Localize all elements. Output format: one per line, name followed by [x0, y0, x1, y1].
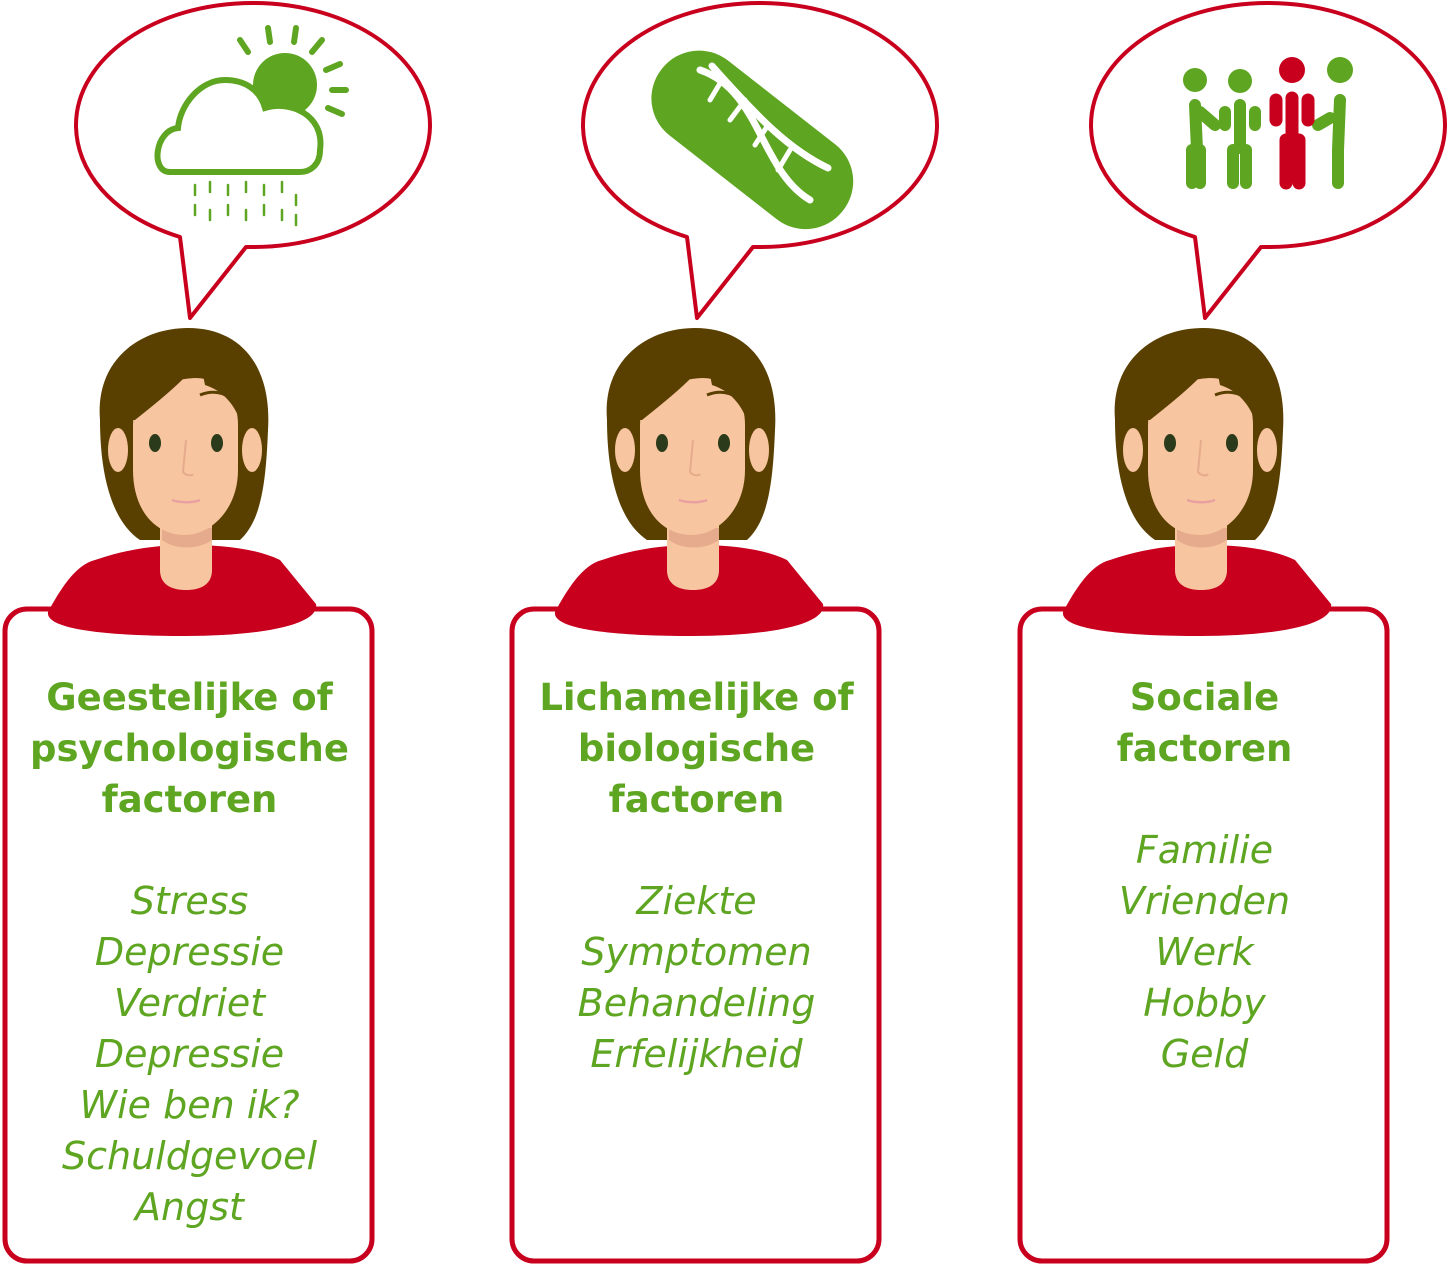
factor-list: Ziekte Symptomen Behandeling Erfelijkhei… — [512, 876, 881, 1080]
column-title: Sociale factoren — [1020, 672, 1389, 774]
list-item: Erfelijkheid — [590, 1032, 803, 1076]
list-item: Ziekte — [636, 879, 757, 923]
list-item: Depressie — [94, 930, 285, 974]
factor-list: Stress Depressie Verdriet Depressie Wie … — [5, 876, 374, 1233]
people-group-icon — [1183, 57, 1353, 190]
title-line: biologische — [577, 727, 816, 770]
cloud-rain-sun-icon — [154, 25, 349, 227]
title-line: psychologische — [30, 727, 349, 770]
list-item: Werk — [1155, 930, 1254, 974]
title-line: factoren — [1116, 727, 1293, 770]
list-item: Schuldgevoel — [61, 1134, 318, 1178]
title-line: factoren — [101, 778, 278, 821]
title-line: Sociale — [1129, 676, 1280, 719]
title-line: factoren — [608, 778, 785, 821]
list-item: Depressie — [94, 1032, 285, 1076]
dna-icon — [651, 50, 854, 230]
title-line: Lichamelijke of — [539, 676, 854, 719]
list-item: Stress — [130, 879, 249, 923]
column-title: Geestelijke of psychologische factoren — [5, 672, 374, 825]
list-item: Wie ben ik? — [79, 1083, 300, 1127]
list-item: Behandeling — [577, 981, 816, 1025]
list-item: Hobby — [1143, 981, 1266, 1025]
list-item: Angst — [135, 1185, 244, 1229]
column-psychological: Geestelijke of psychologische factoren S… — [5, 672, 374, 1233]
list-item: Vrienden — [1118, 879, 1291, 923]
list-item: Symptomen — [581, 930, 812, 974]
list-item: Verdriet — [113, 981, 266, 1025]
factor-list: Familie Vrienden Werk Hobby Geld — [1020, 825, 1389, 1080]
column-title: Lichamelijke of biologische factoren — [512, 672, 881, 825]
column-biological: Lichamelijke of biologische factoren Zie… — [512, 672, 881, 1080]
column-social: Sociale factoren Familie Vrienden Werk H… — [1020, 672, 1389, 1080]
list-item: Geld — [1160, 1032, 1249, 1076]
list-item: Familie — [1135, 828, 1274, 872]
title-line: Geestelijke of — [46, 676, 333, 719]
